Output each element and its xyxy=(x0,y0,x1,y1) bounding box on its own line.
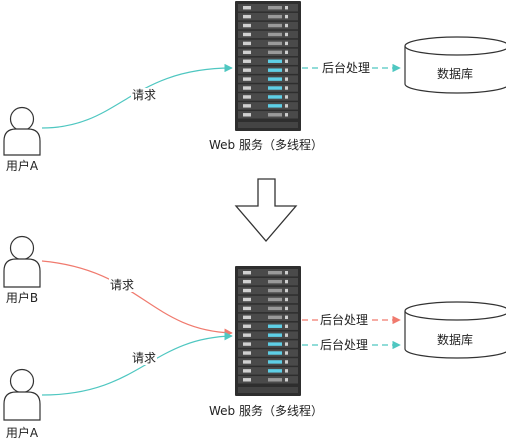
server-label: Web 服务（多线程） xyxy=(209,138,323,152)
web-server-icon xyxy=(235,266,301,396)
web-server-icon xyxy=(235,1,301,131)
processing-label: 后台处理 xyxy=(321,61,372,75)
processing-label-2: 后台处理 xyxy=(319,338,370,352)
user-a-label: 用户A xyxy=(5,426,39,440)
server-label: Web 服务（多线程） xyxy=(209,404,323,418)
processing-label-1: 后台处理 xyxy=(319,313,370,327)
user-a-icon xyxy=(3,368,41,421)
user-a-label: 用户A xyxy=(5,159,39,173)
request-b-arrow xyxy=(41,260,233,337)
request-arrow xyxy=(41,63,233,129)
request-label: 请求 xyxy=(131,88,158,102)
down-arrow-icon xyxy=(234,178,298,242)
database-icon xyxy=(404,301,506,359)
database-label: 数据库 xyxy=(436,67,474,81)
user-b-icon xyxy=(3,235,41,288)
request-a-arrow xyxy=(41,331,233,396)
database-icon xyxy=(404,36,506,94)
request-b-label: 请求 xyxy=(109,278,136,292)
user-b-label: 用户B xyxy=(5,291,39,305)
database-label: 数据库 xyxy=(436,333,474,347)
request-a-label: 请求 xyxy=(131,351,158,365)
user-a-icon xyxy=(3,106,41,156)
